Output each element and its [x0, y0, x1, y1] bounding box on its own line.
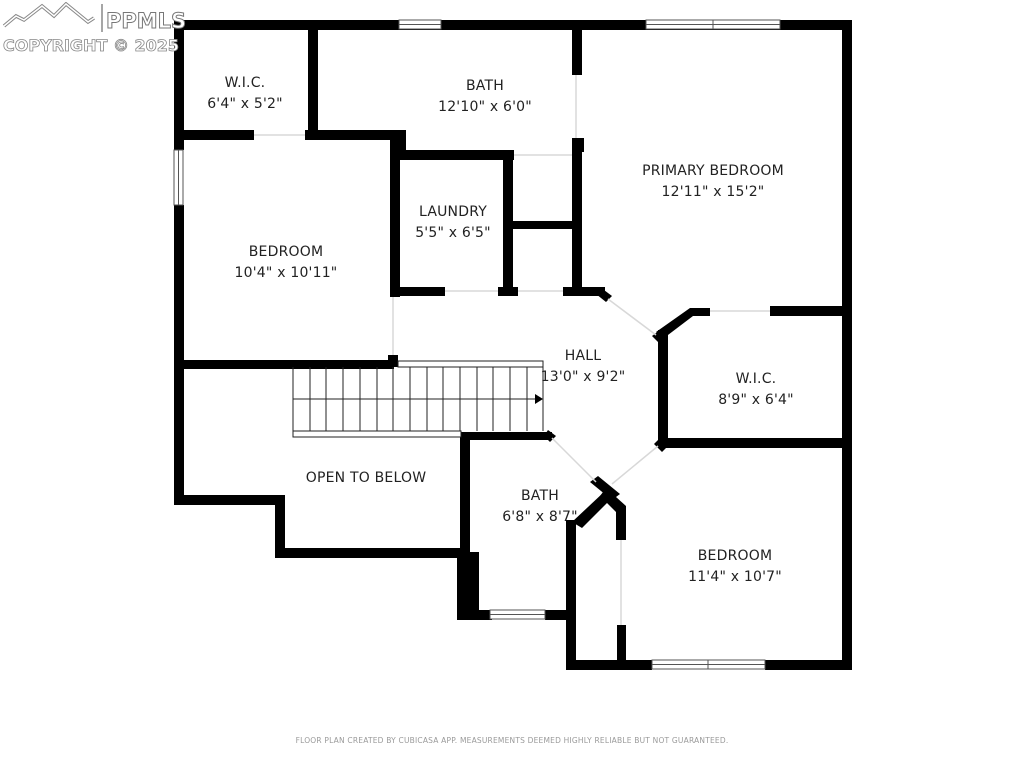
room-size: 12'11" x 15'2" [661, 184, 765, 200]
room-bedroom-left: BEDROOM 10'4" x 10'11" [235, 242, 338, 284]
windows [173, 19, 781, 670]
room-bedroom-bottom: BEDROOM 11'4" x 10'7" [688, 546, 782, 588]
room-name: BATH [521, 488, 559, 504]
room-name: W.I.C. [735, 371, 777, 387]
watermark-copyright: COPYRIGHT © 2025 [3, 36, 180, 56]
room-primary-bedroom: PRIMARY BEDROOM 12'11" x 15'2" [642, 161, 784, 203]
watermark-brand: PPMLS [105, 9, 187, 34]
room-name: LAUNDRY [419, 204, 487, 220]
room-laundry: LAUNDRY 5'5" x 6'5" [415, 202, 491, 244]
room-wic-top: W.I.C. 6'4" x 5'2" [207, 73, 283, 115]
room-size: 5'5" x 6'5" [415, 225, 491, 241]
ppmls-watermark: PPMLS COPYRIGHT © 2025 [2, 2, 202, 58]
room-name: HALL [564, 348, 602, 364]
room-size: 6'4" x 5'2" [207, 96, 283, 112]
room-name: OPEN TO BELOW [305, 470, 427, 486]
room-size: 10'4" x 10'11" [234, 265, 338, 281]
footer-disclaimer: FLOOR PLAN CREATED BY CUBICASA APP. MEAS… [295, 736, 729, 745]
room-open-to-below: OPEN TO BELOW [306, 468, 426, 489]
room-size: 8'9" x 6'4" [718, 392, 794, 408]
room-name: BEDROOM [697, 548, 773, 564]
stair-direction-arrow-icon [535, 394, 543, 404]
room-size: 13'0" x 9'2" [540, 369, 626, 385]
staircase[interactable] [292, 360, 544, 438]
mountain-logo-icon [2, 2, 103, 32]
room-bath-bottom: BATH 6'8" x 8'7" [502, 486, 578, 528]
room-wic-right: W.I.C. 8'9" x 6'4" [718, 369, 794, 411]
room-size: 12'10" x 6'0" [438, 99, 532, 115]
room-name: PRIMARY BEDROOM [642, 163, 784, 179]
room-name: W.I.C. [224, 75, 266, 91]
room-hall: HALL 13'0" x 9'2" [541, 346, 626, 388]
room-size: 6'8" x 8'7" [502, 509, 578, 525]
walls [174, 20, 852, 670]
room-bath-top: BATH 12'10" x 6'0" [438, 76, 532, 118]
room-size: 11'4" x 10'7" [688, 569, 782, 585]
room-name: BATH [466, 78, 504, 94]
door-openings [254, 75, 770, 625]
room-name: BEDROOM [248, 244, 324, 260]
